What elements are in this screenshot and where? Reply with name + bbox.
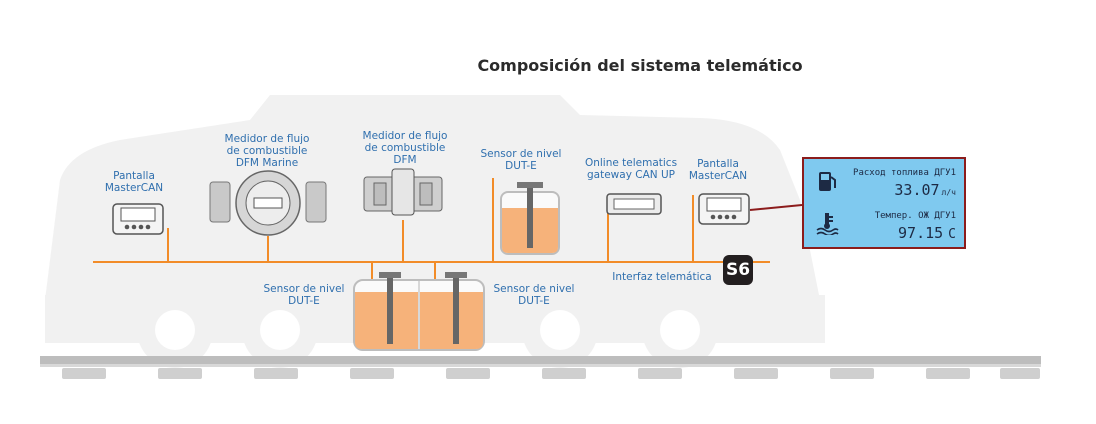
- coolant-temp-unit: С: [948, 227, 956, 242]
- dfm-marine-icon: [209, 170, 327, 236]
- mastercan-display-right-icon: [698, 193, 750, 225]
- mastercan-display-left-icon: [112, 203, 164, 235]
- fuel-rate-value: 33.07: [894, 181, 940, 199]
- dfm-flowmeter-icon: [363, 168, 443, 216]
- page-title: Composición del sistema telemático: [477, 56, 803, 75]
- coolant-temp-icon: [816, 213, 839, 235]
- rail-track: [40, 356, 1041, 379]
- fuel-pump-icon: [819, 172, 836, 191]
- fuel-tank-dual-sensor-icon: [353, 272, 485, 351]
- label-telematics-interface: Interfaz telemática: [612, 271, 712, 283]
- s6-logo: S6: [723, 255, 753, 285]
- gateway-can-up-icon: [606, 193, 662, 215]
- coolant-temp-value: 97.15: [898, 224, 944, 242]
- fuel-rate-unit: л/ч: [941, 188, 956, 197]
- fuel-rate-caption: Расход топлива ДГУ1: [853, 168, 956, 178]
- coolant-temp-caption: Темпер. ОЖ ДГУ1: [874, 211, 956, 221]
- fuel-tank-sensor-top-icon: [500, 182, 560, 255]
